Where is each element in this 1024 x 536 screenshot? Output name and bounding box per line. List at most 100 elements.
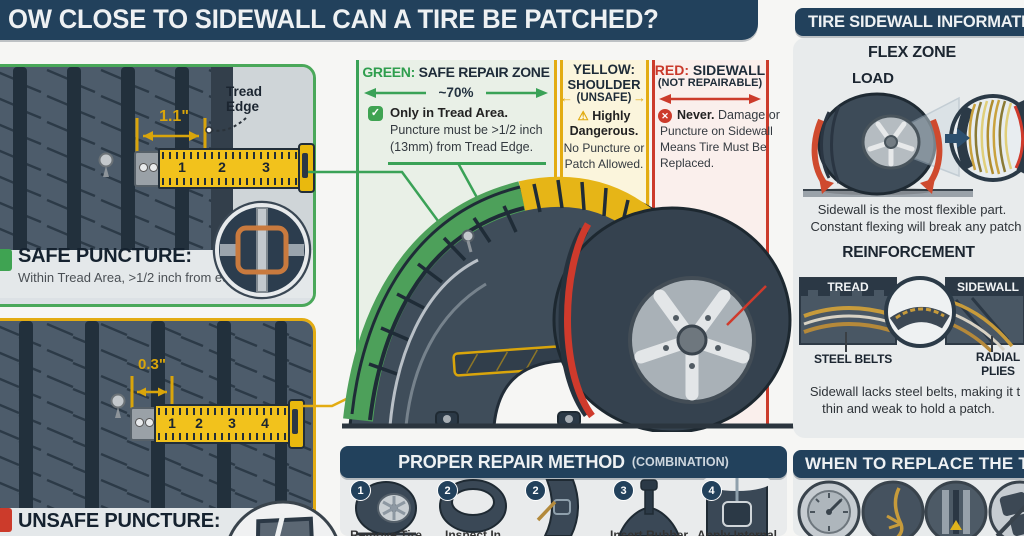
unsafe-measurement-label: 0.3": [138, 356, 166, 373]
safe-puncture-panel: [0, 64, 316, 307]
sidewall-damage-icon: [861, 480, 925, 536]
red-line3: Means Tire Must Be: [660, 140, 767, 154]
replace-reason-icons: [797, 480, 1024, 536]
nail-icon: [110, 393, 126, 418]
yellow-arrow-right: →: [633, 90, 646, 105]
yellow-zone-subtitle: (UNSAFE): [576, 92, 632, 104]
yellow-line2: Patch Allowed.: [564, 157, 644, 171]
step-caption: Inspect In: [444, 528, 501, 536]
flex-zone-label: FLEX ZONE: [868, 44, 956, 61]
steel-belts-label: STEEL BELTS: [813, 352, 893, 366]
reinforcement-illustration: TREAD SIDEWALL: [799, 276, 1024, 352]
step-badge: 2: [437, 480, 458, 501]
tire-cutaway-illustration: [342, 176, 798, 432]
green-zone-header: GREEN: SAFE REPAIR ZONE: [362, 64, 550, 80]
flex-zone-illustration: [803, 92, 1024, 197]
tread-edge-label: Tread Edge: [226, 84, 263, 114]
tape-number: 2: [218, 159, 226, 175]
warning-icon: ⚠: [577, 109, 589, 123]
plug-icon: [617, 479, 681, 536]
tape-clip-safe: [298, 143, 315, 193]
no-patch-icon: [988, 480, 1024, 536]
x-icon: ✕: [658, 109, 672, 123]
step-badge: 3: [613, 480, 634, 501]
safe-subtext: Within Tread Area, >1/2 inch from edge.: [18, 270, 248, 285]
step-badge: 1: [350, 480, 371, 501]
unsafe-danger-swatch: [0, 508, 12, 532]
step-caption: Insert Rubber: [609, 528, 688, 536]
torn-patch-inset: [228, 500, 338, 536]
safe-heading: SAFE PUNCTURE:: [18, 245, 192, 267]
green-border-line: [356, 60, 359, 428]
red-border-line: [766, 60, 769, 428]
tire-icon: [355, 481, 417, 536]
nail-icon: [98, 152, 114, 177]
tape-number: 3: [262, 159, 270, 175]
step-caption: Apply Internal: [696, 528, 777, 536]
load-label: LOAD: [852, 70, 894, 87]
load-arrow-left-icon: [811, 118, 834, 194]
unsafe-heading: UNSAFE PUNCTURE:: [18, 510, 221, 532]
sidewall-text-4: thin and weak to hold a patch.: [822, 401, 995, 416]
check-icon: ✓: [368, 106, 383, 121]
red-zone-header: RED: SIDEWALL: [654, 62, 766, 78]
repair-method-subtitle: (COMBINATION): [631, 455, 729, 469]
tape-clip-unsafe: [288, 399, 305, 449]
tape-measure-safe: 1 2 3: [158, 148, 304, 189]
tape-hook-unsafe: [130, 407, 158, 441]
sidewall-text-3: Sidewall lacks steel belts, making it t: [809, 384, 1021, 399]
measure-arrow-unsafe: [130, 376, 174, 408]
yellow-warn2: Dangerous.: [569, 124, 639, 138]
inspect-section-icon: [536, 479, 579, 536]
green-underline: [388, 162, 546, 165]
red-connector-line: [726, 285, 767, 326]
green-line1: Puncture must be >1/2 inch: [390, 123, 543, 137]
tread-illustration-safe: [0, 67, 313, 298]
green-label: GREEN:: [362, 64, 415, 80]
yellow-line1: No Puncture or: [563, 141, 645, 155]
yellow-zone-header: YELLOW:: [562, 62, 646, 77]
safe-check-swatch: [0, 249, 12, 271]
tape-number: 3: [228, 415, 236, 431]
step-caption: Remove Tire: [350, 528, 422, 536]
green-point-title: Only in Tread Area.: [390, 105, 509, 120]
page-title: OW CLOSE TO SIDEWALL CAN A TIRE BE PATCH…: [8, 4, 659, 34]
yellow-zone-title: SHOULDER: [567, 77, 641, 92]
sidewall-text-2: Constant flexing will break any patch: [810, 219, 1022, 234]
replace-tire-title: WHEN TO REPLACE THE TIRE: [805, 454, 1024, 473]
tape-number: 1: [178, 159, 186, 175]
nail-icon: [461, 229, 475, 253]
replace-tire-header: WHEN TO REPLACE THE TIRE: [793, 450, 1024, 478]
red-line2: Puncture on Sidewall: [660, 124, 773, 138]
tape-hook-safe: [134, 151, 162, 187]
repair-method-header: PROPER REPAIR METHOD (COMBINATION): [340, 446, 787, 478]
step-badge: 2: [525, 480, 546, 501]
sidewall-text-1: Sidewall is the most flexible part.: [817, 202, 1007, 217]
red-zone-subtitle: (NOT REPAIRABLE): [657, 77, 763, 89]
green-line2: (13mm) from Tread Edge.: [390, 140, 534, 154]
tread-label: TREAD: [827, 280, 869, 294]
red-line4: Replaced.: [660, 156, 715, 170]
sidewall-label: SIDEWALL: [957, 280, 1019, 294]
tape-number: 2: [195, 415, 203, 431]
tape-number: 4: [261, 415, 269, 431]
load-arrow-right-icon: [920, 118, 943, 194]
red-never-row: Never. Damage or: [677, 108, 780, 122]
patch-inset-safe: [212, 200, 312, 300]
step-badge: 4: [701, 480, 722, 501]
gauge-icon: [797, 480, 861, 536]
sidewall-info-header: TIRE SIDEWALL INFORMATION: [795, 8, 1024, 36]
yellow-arrow-left: ←: [560, 90, 573, 105]
flex-arrow-icon: [945, 128, 970, 148]
reinforcement-label: REINFORCEMENT: [842, 244, 975, 261]
red-label: RED:: [654, 62, 689, 78]
tread-wear-icon: [924, 480, 988, 536]
tire-ring-icon: [439, 479, 507, 533]
repair-method-title: PROPER REPAIR METHOD: [398, 451, 625, 472]
radial-plies-label: RADIAL PLIES: [975, 350, 1021, 378]
sidewall-info-title: TIRE SIDEWALL INFORMATION: [808, 12, 1024, 31]
safe-measurement-label: 1.1": [159, 108, 189, 125]
title-bar: OW CLOSE TO SIDEWALL CAN A TIRE BE PATCH…: [0, 0, 758, 40]
green-percent: ~70%: [426, 85, 486, 100]
measure-arrow-safe: [135, 118, 207, 152]
